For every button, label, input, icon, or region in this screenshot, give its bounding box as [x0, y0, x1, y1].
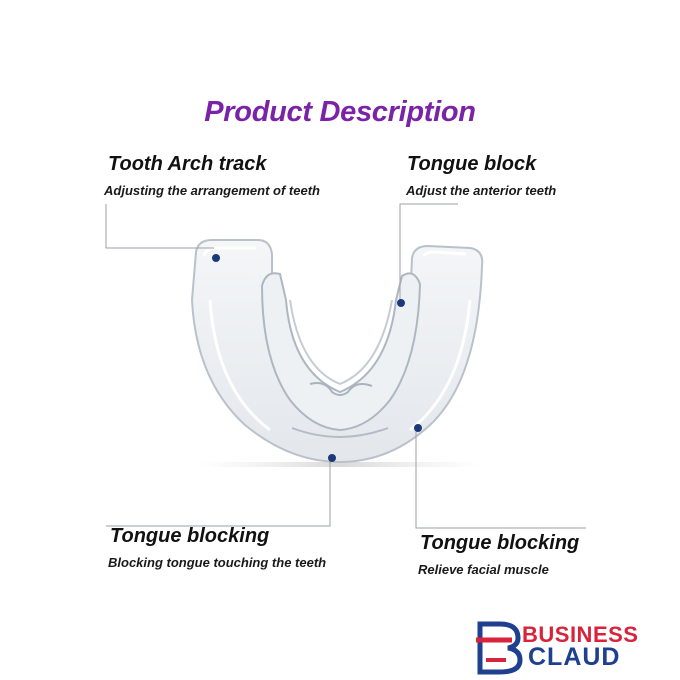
inner-channel — [289, 299, 393, 386]
callout-title-blocking-right: Tongue blocking — [420, 532, 580, 554]
bite-notch — [309, 382, 373, 396]
floor-shadow — [200, 462, 480, 467]
leader-line-tongue-block — [399, 203, 458, 300]
callout-title-arch-track: Tooth Arch track — [108, 153, 267, 175]
front-plate — [291, 427, 389, 438]
outer-rim-left — [202, 246, 256, 257]
outer-rim-right — [422, 250, 467, 257]
leader-line-blocking-right — [415, 426, 586, 529]
outer-gloss-left — [208, 299, 271, 432]
marker-arch-track — [212, 254, 220, 262]
callout-title-blocking-left: Tongue blocking — [110, 525, 270, 547]
callout-desc-blocking-right: Relieve facial muscle — [418, 562, 549, 577]
leader-lines — [105, 203, 586, 529]
marker-blocking-left — [328, 454, 336, 462]
inner-tray — [260, 272, 422, 432]
leader-line-arch-track — [105, 204, 214, 249]
page-title: Product Description — [204, 96, 476, 128]
callout-desc-arch-track: Adjusting the arrangement of teeth — [104, 183, 320, 198]
outer-gloss-right — [409, 299, 472, 432]
logo-line2: CLAUD — [528, 643, 621, 671]
leader-line-blocking-left — [106, 456, 331, 527]
markers — [212, 254, 422, 462]
callout-desc-tongue-block: Adjust the anterior teeth — [406, 183, 557, 198]
logo-line1: BUSINESS — [522, 622, 639, 647]
marker-tongue-block — [397, 299, 405, 307]
marker-blocking-right — [414, 424, 422, 432]
callout-desc-blocking-left: Blocking tongue touching the teeth — [108, 555, 327, 570]
callout-title-tongue-block: Tongue block — [407, 153, 537, 175]
b-monogram-icon — [476, 621, 523, 675]
